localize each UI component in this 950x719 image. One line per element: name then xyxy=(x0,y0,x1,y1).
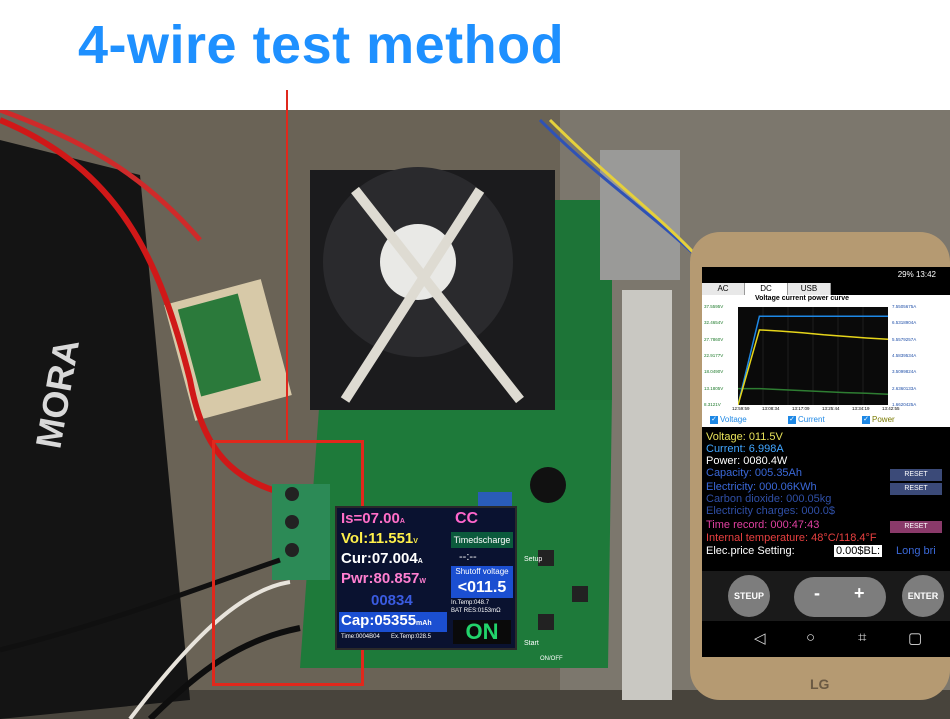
y-right-tick: 7.5505675A xyxy=(892,304,917,309)
x-tick: 13:08:34 xyxy=(762,406,780,411)
reading-power: Power: 0080.4W xyxy=(706,455,788,467)
reading-capacity: Capacity: 005.35Ah xyxy=(706,467,803,479)
silk-setup-label: Setup xyxy=(524,556,543,563)
legend-power[interactable]: ✓Power xyxy=(862,415,895,424)
minus-button[interactable]: - xyxy=(814,583,820,603)
lcd-shutoff-voltage-label: Shutoff voltage xyxy=(451,566,513,578)
y-left-tick: 13.1805V xyxy=(704,385,724,391)
chart-title: Voltage current power curve xyxy=(754,295,849,302)
switch-icon[interactable]: ⌗ xyxy=(858,629,867,646)
reset-time-button[interactable]: RESET xyxy=(890,521,942,533)
tab-bar: AC DC USB xyxy=(702,283,950,295)
reading-price-label: Elec.price Setting: xyxy=(706,545,795,557)
curve-chart: Voltage current power curve 37.5595V 32.4… xyxy=(702,295,950,423)
chart-legend: ✓Voltage ✓Current ✓Power xyxy=(702,413,950,427)
setup-button[interactable]: STEUP xyxy=(728,575,770,617)
check-icon: ✓ xyxy=(710,415,718,424)
status-bar: 29% 13:42 xyxy=(897,270,936,279)
y-right-tick: 4.5839534A xyxy=(892,353,917,358)
check-icon: ✓ xyxy=(862,415,870,424)
series-line-power xyxy=(737,329,889,406)
plus-button[interactable]: + xyxy=(854,583,865,603)
reset-capacity-button[interactable]: RESET xyxy=(890,469,942,481)
phone-screen: 29% 13:42 AC DC USB Voltage current powe… xyxy=(702,267,950,657)
y-left-tick: 32.4654V xyxy=(704,320,724,326)
lcd-capacity-box xyxy=(339,612,447,632)
tab-usb[interactable]: USB xyxy=(788,283,831,295)
tab-dc[interactable]: DC xyxy=(745,283,788,295)
reset-electricity-button[interactable]: RESET xyxy=(890,483,942,495)
y-left-tick: 18.0490V xyxy=(704,369,724,375)
battery xyxy=(0,140,190,719)
silk-start-label: Start xyxy=(524,640,539,647)
page-title: 4-wire test method xyxy=(78,15,565,75)
lcd-capacity: Cap:05355mAh xyxy=(341,612,432,629)
back-icon[interactable]: ◁ xyxy=(754,630,766,647)
caliper xyxy=(600,150,680,280)
legend-current[interactable]: ✓Current xyxy=(788,415,825,424)
control-buttons: STEUP - + ENTER xyxy=(702,571,950,621)
lcd-energy: 00834 xyxy=(371,592,413,609)
black-wire xyxy=(0,557,281,653)
lcd-voltage: Vol:11.551V xyxy=(341,530,418,547)
y-right-tick: 1.6620425A xyxy=(892,402,917,407)
y-right-tick: 3.5099824A xyxy=(892,369,917,375)
lcd-mode: CC xyxy=(455,510,479,527)
lcd-on-indicator: ON xyxy=(453,620,511,644)
y-right-tick: 6.5318904A xyxy=(892,320,917,326)
lcd-timer-dashes: --:-- xyxy=(459,551,477,563)
lcd-current: Cur:07.004A xyxy=(341,550,423,567)
android-nav-bar: ◁ ○ ⌗ ▢ xyxy=(702,621,950,657)
long-bright-label: Long bri xyxy=(896,545,936,557)
lcd-timed-discharge: Timedscharge xyxy=(451,532,513,548)
ruler xyxy=(622,290,672,700)
check-icon: ✓ xyxy=(788,415,796,424)
load-lcd-display: Is=07.00A CC Vol:11.551V Timedscharge --… xyxy=(335,506,517,650)
y-left-tick: 27.7860V xyxy=(704,336,724,342)
y-left-tick: 37.5595V xyxy=(704,304,724,309)
x-tick: 13:42:55 xyxy=(882,406,900,411)
lcd-bat-res: BAT RES:0153mΩ xyxy=(451,608,501,614)
red-wire xyxy=(0,117,321,503)
lcd-shutoff-voltage-value: <011.5 xyxy=(451,578,513,598)
x-tick: 13:34:19 xyxy=(852,406,870,411)
home-icon[interactable]: ○ xyxy=(806,629,816,646)
lcd-time: Time:0004B04 xyxy=(341,634,380,640)
series-line-voltage xyxy=(738,387,889,396)
legend-voltage[interactable]: ✓Voltage xyxy=(710,415,747,424)
reading-charges: Electricity charges: 000.0$ xyxy=(706,505,836,517)
reading-carbon: Carbon dioxide: 000.05kg xyxy=(706,493,832,505)
enter-button[interactable]: ENTER xyxy=(902,575,944,617)
y-left-tick: 8.3121V xyxy=(704,402,721,407)
reading-internal-temp: Internal temperature: 48°C/118.4°F xyxy=(706,532,877,544)
lcd-power: Pwr:80.857W xyxy=(341,570,426,587)
y-left-tick: 22.9177V xyxy=(704,353,724,358)
recents-icon[interactable]: ▢ xyxy=(908,630,923,647)
reading-voltage: Voltage: 011.5V xyxy=(706,431,783,443)
terminal-block xyxy=(272,484,330,580)
price-input[interactable]: 0.00$BL: xyxy=(834,545,883,557)
y-right-tick: 5.5579257A xyxy=(892,336,917,342)
reading-time-record: Time record: 000:47:43 xyxy=(706,519,820,531)
reading-electricity: Electricity: 000.06KWh xyxy=(706,481,817,493)
lcd-in-temp: In.Temp:048.7 xyxy=(451,600,490,606)
annotation-leader-line xyxy=(286,90,288,440)
adjust-pill: - + xyxy=(794,577,886,617)
series-line-current xyxy=(737,315,888,406)
x-tick: 12:59:59 xyxy=(732,406,750,411)
reading-current: Current: 6.998A xyxy=(706,443,784,455)
x-tick: 13:17:09 xyxy=(792,406,810,411)
silk-on-off-label: ON/OFF xyxy=(540,656,563,662)
phone-brand-logo: LG xyxy=(810,676,830,692)
y-right-tick: 2.6360133A xyxy=(892,385,917,391)
lcd-set-current: Is=07.00A xyxy=(341,510,405,527)
lcd-ex-temp: Ex.Temp:028.5 xyxy=(391,634,432,640)
x-tick: 13:25:44 xyxy=(822,406,840,411)
tab-ac[interactable]: AC xyxy=(702,283,745,295)
chart-plot-area xyxy=(737,307,889,406)
